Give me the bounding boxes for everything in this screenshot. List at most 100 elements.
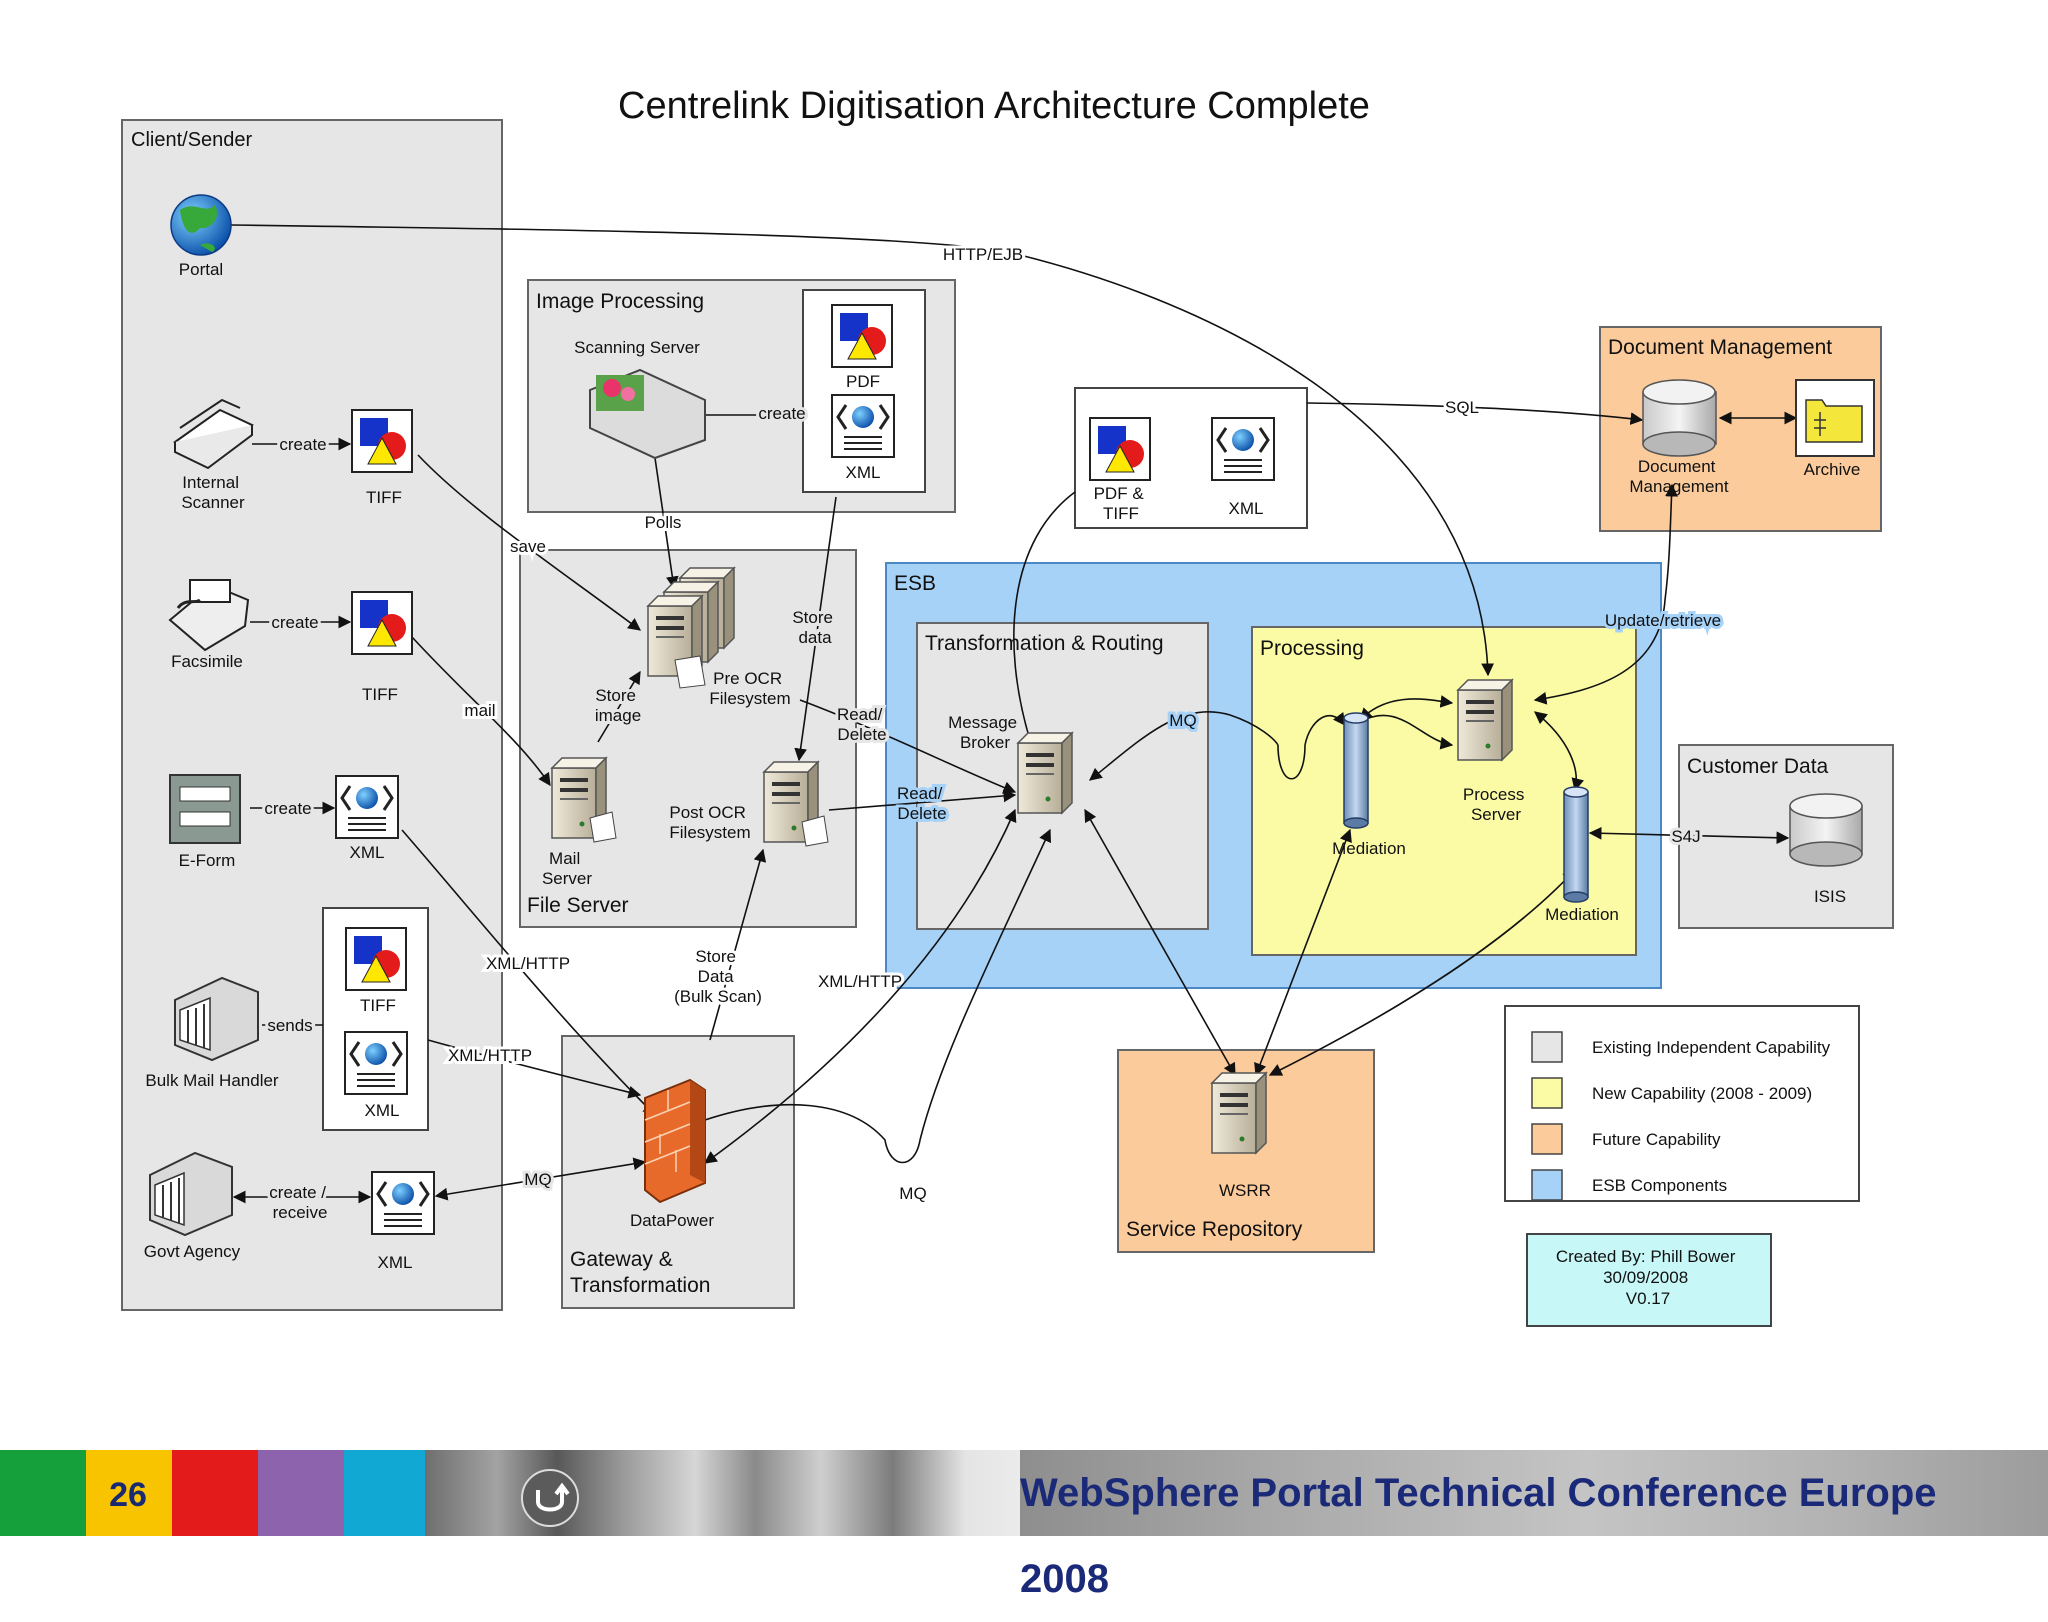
mediation-cylinder-icon [1343, 712, 1369, 829]
edge-create-eform-label: create [264, 799, 311, 818]
portal-globe-icon [170, 194, 232, 256]
edge-sql-label: SQL [1445, 398, 1479, 417]
node-govt-agency-label: Govt Agency [144, 1242, 241, 1261]
edge-xml-http2-label: XML/HTTP [448, 1046, 532, 1065]
node-internal-scanner-label: Internal Scanner [181, 473, 245, 512]
diagram-title: Centrelink Digitisation Architecture Com… [618, 85, 1370, 127]
mediation-cylinder-icon [1563, 786, 1589, 903]
edge-polls-label: Polls [645, 513, 682, 532]
mail-server-icon [551, 757, 617, 843]
edge-xml-http3-label: XML/HTTP [818, 972, 902, 991]
legend-swatch [1531, 1169, 1563, 1201]
edge-store-data-label: Store data [792, 608, 837, 647]
edge-mail-label: mail [464, 701, 495, 720]
document-management-database-icon [1642, 379, 1717, 457]
page-number: 26 [109, 1476, 147, 1514]
edge-create-scanner-label: create [279, 435, 326, 454]
edge-s4j-label: S4J [1671, 827, 1700, 846]
group-label-customer-data: Customer Data [1687, 755, 1829, 778]
node-bulk-mail-label: Bulk Mail Handler [145, 1071, 279, 1090]
group-label-gateway: Gateway & Transformation [570, 1248, 710, 1297]
node-pdf-tiff-label: PDF & TIFF [1094, 484, 1149, 523]
tiff-document-icon [351, 591, 413, 655]
bulk-mail-building-icon [174, 976, 259, 1062]
node-xml-eform-label: XML [350, 843, 385, 862]
node-archive-label: Archive [1804, 460, 1861, 479]
node-message-broker-label: Message Broker [948, 713, 1022, 752]
node-portal-label: Portal [179, 260, 223, 279]
legend-label: New Capability (2008 - 2009) [1592, 1084, 1812, 1103]
group-label-processing: Processing [1260, 637, 1364, 660]
node-pre-ocr-label: Pre OCR Filesystem [709, 669, 790, 708]
xml-document-icon [334, 774, 400, 840]
tiff-document-icon [351, 409, 413, 473]
datapower-firewall-icon [644, 1078, 706, 1204]
edge-read-delete2-label: Read/ Delete [897, 784, 947, 823]
xml-document-icon [1210, 416, 1276, 482]
conference-title: WebSphere Portal Technical Conference Eu… [1020, 1471, 1937, 1601]
node-mediation1-label: Mediation [1332, 839, 1406, 858]
edge-create-fax-label: create [271, 613, 318, 632]
node-tiff1-label: TIFF [366, 488, 402, 507]
pdf-document-icon [831, 304, 893, 368]
refresh-icon [521, 1469, 579, 1527]
edge-mq-govt-label: MQ [524, 1170, 551, 1189]
pre-ocr-server-icon [647, 567, 735, 689]
wsrr-server-icon [1211, 1072, 1267, 1154]
group-label-service-repository: Service Repository [1126, 1218, 1303, 1241]
edge-create-receive-label: create / receive [269, 1183, 330, 1222]
isis-database-icon [1789, 793, 1863, 867]
footer-stripe [86, 1450, 172, 1536]
group-label-document-management: Document Management [1608, 336, 1832, 359]
footer-photo-strip [425, 1450, 1025, 1536]
legend-swatch [1531, 1077, 1563, 1109]
xml-document-icon [370, 1170, 436, 1236]
edge-mq-esb-label: MQ [1169, 711, 1196, 730]
credits-box: Created By: Phill Bower 30/09/2008 V0.17 [1526, 1233, 1772, 1327]
group-label-transformation-routing: Transformation & Routing [925, 632, 1164, 655]
credits-text: Created By: Phill Bower 30/09/2008 V0.17 [1556, 1247, 1740, 1308]
node-tiff2-label: TIFF [362, 685, 398, 704]
group-client-sender: Client/Sender [121, 119, 503, 1311]
pdf-tiff-document-icon [1089, 417, 1151, 481]
edge-store-data-bulk-label: Store Data (Bulk Scan) [674, 947, 762, 1006]
legend-label: ESB Components [1592, 1176, 1727, 1195]
post-ocr-server-icon [763, 761, 829, 847]
footer-stripe [258, 1450, 344, 1536]
group-label-file-server: File Server [527, 894, 629, 917]
node-process-server-label: Process Server [1463, 785, 1529, 824]
node-document-management-label: Document Management [1629, 457, 1729, 496]
archive-folder-icon [1795, 379, 1875, 457]
node-mq-bottom-label: MQ [899, 1184, 926, 1203]
node-tiff-bulk-label: TIFF [360, 996, 396, 1015]
node-mail-server-label: Mail Server [542, 849, 592, 888]
architecture-diagram: Centrelink Digitisation Architecture Com… [121, 85, 1894, 1327]
footer-title-band: WebSphere Portal Technical Conference Eu… [1020, 1450, 2048, 1601]
node-facsimile-label: Facsimile [171, 652, 243, 671]
legend-swatch [1531, 1031, 1563, 1063]
edge-sends-label: sends [267, 1016, 312, 1035]
node-datapower-label: DataPower [630, 1211, 714, 1230]
node-post-ocr-label: Post OCR Filesystem [669, 803, 750, 842]
edge-read-delete1-label: Read/ Delete [837, 705, 887, 744]
edge-create-scan-label: create [758, 404, 805, 423]
node-isis-label: ISIS [1814, 887, 1846, 906]
node-xml-scan-label: XML [846, 463, 881, 482]
edge-store-image-label: Store image [595, 686, 641, 725]
scanning-server-icon [589, 368, 706, 460]
group-label-image-processing: Image Processing [536, 290, 704, 313]
legend-label: Existing Independent Capability [1592, 1038, 1831, 1057]
xml-document-icon [830, 393, 896, 459]
edge-save-label: save [510, 537, 546, 556]
node-wsrr-label: WSRR [1219, 1181, 1271, 1200]
node-pdf-label: PDF [846, 372, 880, 391]
fax-icon [168, 579, 250, 652]
node-mediation2-label: Mediation [1545, 905, 1619, 924]
group-label-esb: ESB [894, 572, 936, 595]
govt-agency-building-icon [149, 1151, 233, 1237]
node-xml-bulk-label: XML [365, 1101, 400, 1120]
edge-xml-http1-label: XML/HTTP [486, 954, 570, 973]
footer-stripe [172, 1450, 258, 1536]
footer-color-stripes [0, 1450, 430, 1536]
process-server-icon [1457, 679, 1513, 761]
